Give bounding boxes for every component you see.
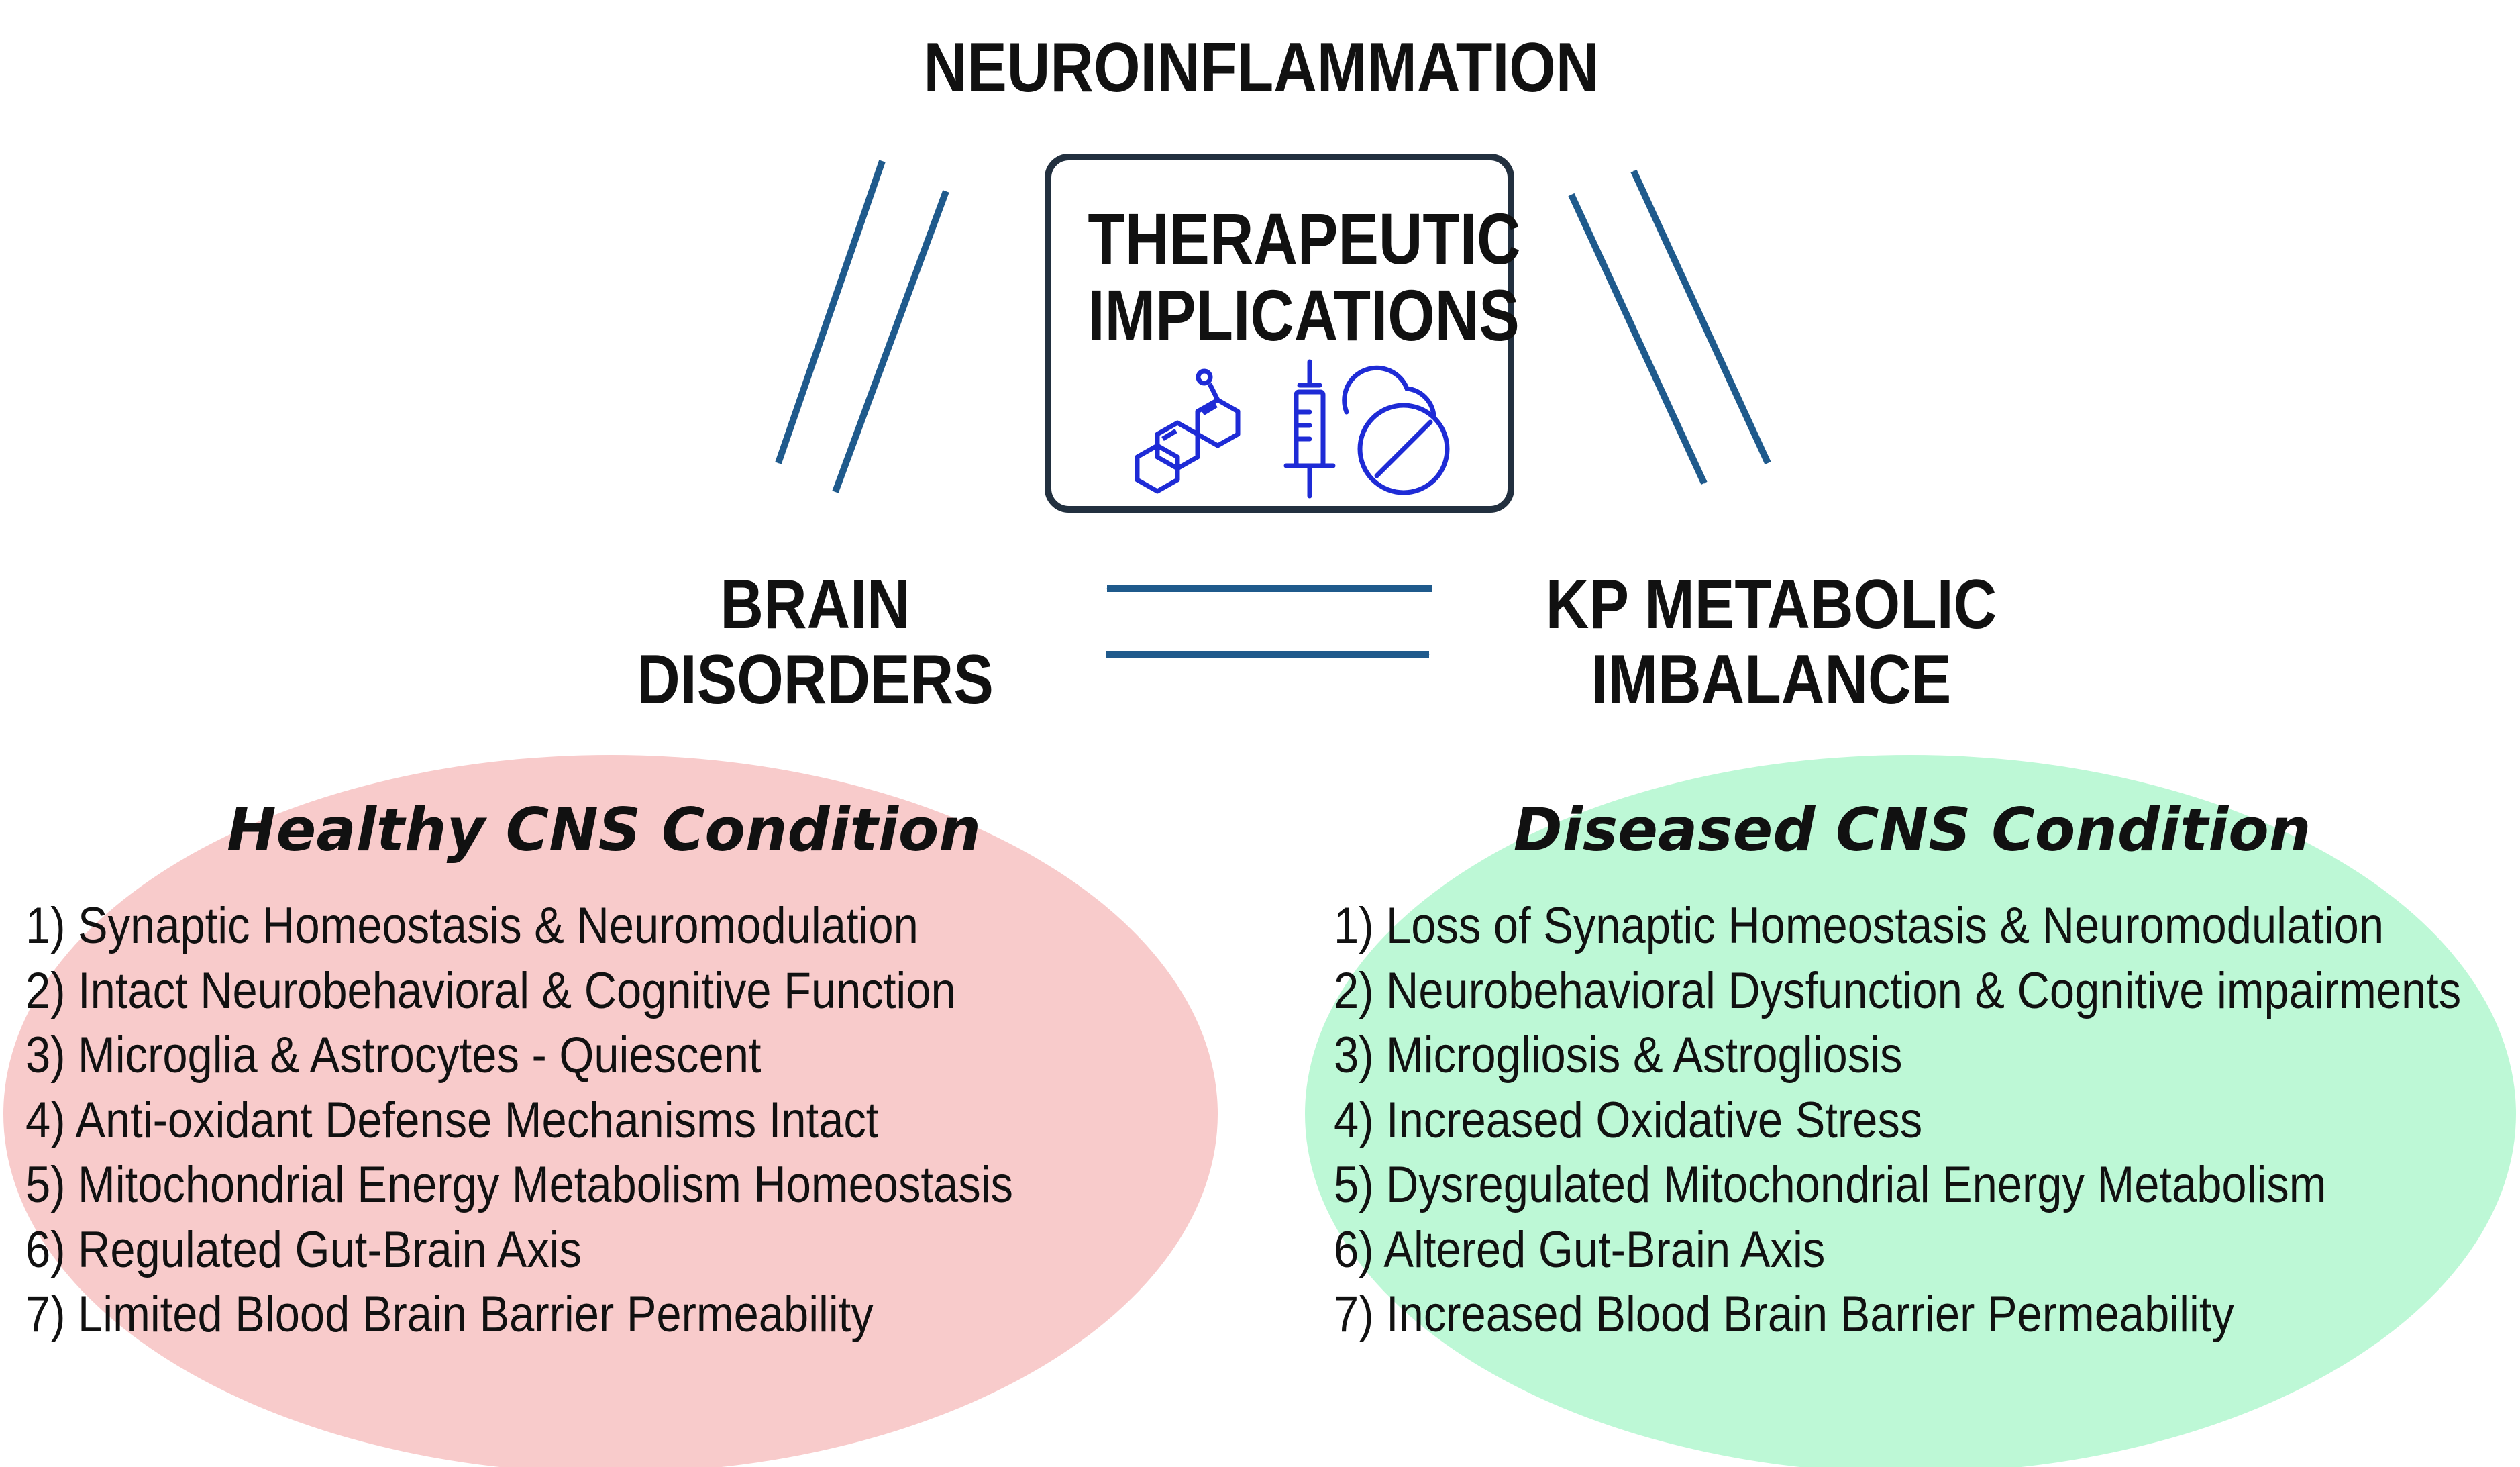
node-brain-disorders-line-2: DISORDERS (637, 641, 994, 719)
node-kp-line-1: KP METABOLIC (1545, 566, 1997, 644)
diseased-item: 1) Loss of Synaptic Homeostasis & Neurom… (1334, 897, 2384, 954)
therapeutic-implications-box: THERAPEUTIC IMPLICATIONS (1045, 154, 1521, 513)
healthy-item: 3) Microglia & Astrocytes - Quiescent (25, 1027, 762, 1084)
healthy-item: 6) Regulated Gut-Brain Axis (25, 1221, 582, 1278)
syringe-icon (1283, 359, 1336, 499)
diseased-item: 3) Microgliosis & Astrogliosis (1334, 1027, 1903, 1084)
diseased-item: 7) Increased Blood Brain Barrier Permeab… (1334, 1286, 2234, 1343)
diseased-item: 4) Increased Oxidative Stress (1334, 1091, 1923, 1149)
therapy-title-line-2: IMPLICATIONS (1088, 274, 1520, 356)
healthy-condition-panel (3, 755, 1218, 1467)
node-kp-line-2: IMBALANCE (1591, 641, 1952, 719)
healthy-condition-list: 1) Synaptic Homeostasis & Neuromodulatio… (25, 894, 1148, 1348)
healthy-item: 7) Limited Blood Brain Barrier Permeabil… (25, 1286, 874, 1343)
pill-icon (1342, 365, 1450, 495)
diseased-item: 6) Altered Gut-Brain Axis (1334, 1221, 1826, 1278)
diseased-condition-panel (1305, 755, 2516, 1467)
node-neuroinflammation: NEUROINFLAMMATION (923, 29, 1599, 107)
diseased-item: 5) Dysregulated Mitochondrial Energy Met… (1334, 1156, 2327, 1213)
healthy-item: 2) Intact Neurobehavioral & Cognitive Fu… (25, 962, 956, 1019)
diseased-condition-title: Diseased CNS Condition (1513, 795, 2311, 864)
healthy-item: 4) Anti-oxidant Defense Mechanisms Intac… (25, 1091, 879, 1149)
arrow-brain-to-neuro (832, 190, 949, 493)
node-kp-metabolic-imbalance: KP METABOLIC IMBALANCE (1489, 567, 2054, 718)
healthy-condition-title: Healthy CNS Condition (226, 795, 982, 864)
diseased-condition-list: 1) Loss of Synaptic Homeostasis & Neurom… (1334, 894, 2520, 1348)
molecule-icon (1135, 368, 1241, 494)
node-brain-disorders-line-1: BRAIN (720, 566, 910, 644)
arrow-neuro-to-brain (775, 160, 886, 464)
arrow-kp-to-neuro (1630, 169, 1771, 465)
node-brain-disorders: BRAIN DISORDERS (576, 567, 1055, 718)
diseased-item: 2) Neurobehavioral Dysfunction & Cogniti… (1334, 962, 2462, 1019)
therapy-title-line-1: THERAPEUTIC (1088, 198, 1521, 279)
arrow-neuro-to-kp (1568, 193, 1708, 485)
healthy-item: 5) Mitochondrial Energy Metabolism Homeo… (25, 1156, 1013, 1213)
therapeutic-implications-title: THERAPEUTIC IMPLICATIONS (1088, 198, 1521, 356)
healthy-item: 1) Synaptic Homeostasis & Neuromodulatio… (25, 897, 918, 954)
